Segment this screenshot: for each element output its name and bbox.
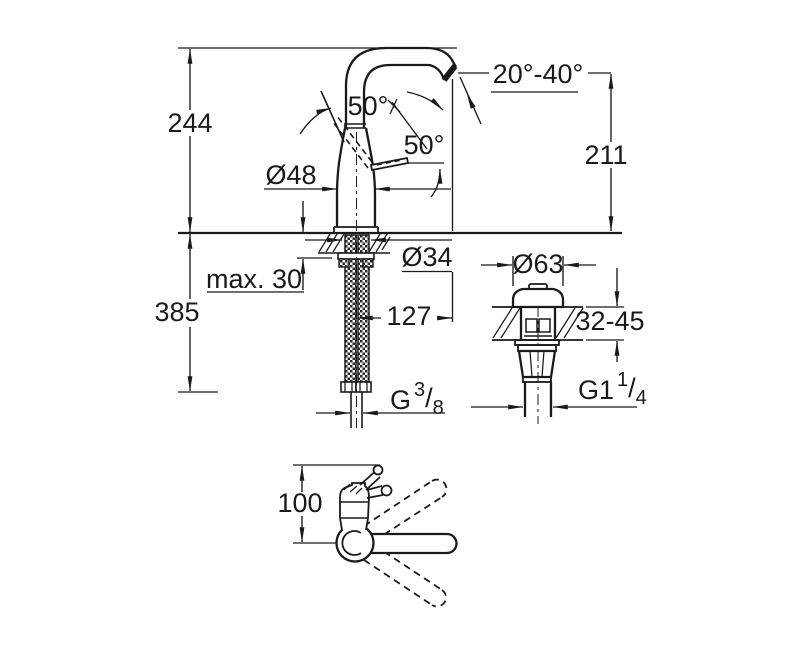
drain-thread-numerator: 1: [617, 369, 628, 391]
dim-deck-range-label: 32-45: [575, 306, 644, 336]
front-dimensions: 244 385 211 20°-40° 50° 50° Ø48: [154, 47, 628, 419]
lever-raised-tip: [372, 464, 384, 476]
dim-max-deck-label: max. 30: [206, 264, 302, 294]
dim-handle-swing-angle-label: 50°: [348, 91, 389, 121]
drain-thread-slash: /: [628, 373, 636, 403]
angle-arc-handle-lift: [430, 168, 443, 198]
dim-total-height-label: 244: [167, 108, 212, 138]
thread-denominator: 8: [433, 397, 444, 419]
dim-spout-reach-label: 127: [386, 301, 431, 331]
top-view: 100: [277, 464, 458, 608]
spout-top-fill: [371, 534, 457, 553]
deck-hatch: [318, 233, 391, 253]
hose-nut-right: [355, 381, 372, 393]
handle-top-view: [339, 464, 393, 531]
angle-arc-handle-swing: [299, 107, 332, 135]
drain-cap: [511, 287, 565, 309]
body-inner-circle: [341, 530, 362, 556]
drain-deck-hatch: [492, 307, 584, 339]
angle-leader-arrow: [467, 94, 476, 109]
thread-numerator: 3: [414, 379, 425, 401]
drain-body: [514, 307, 560, 417]
angle-reference-line: [320, 90, 345, 143]
hose-nut-left: [340, 381, 357, 393]
dim-handle-clearance-label: 100: [277, 488, 322, 518]
spout-outlet-face: [441, 64, 458, 82]
lever-tip: [380, 484, 393, 497]
dim-outlet-angle-label: 20°-40°: [493, 59, 584, 89]
dim-outlet-height-label: 211: [584, 140, 627, 170]
dim-handle-lift-angle-label: 50°: [404, 130, 445, 160]
drain-thread-denominator: 4: [636, 387, 647, 409]
spout-top-view: [371, 532, 458, 555]
handle-angle-leader: [391, 101, 428, 150]
angle-arc-spout: [406, 91, 444, 111]
thread-slash: /: [425, 383, 433, 413]
dim-hole-diameter-label: Ø34: [401, 242, 452, 272]
drain-thread-base: G1: [578, 375, 614, 405]
dim-body-diameter-label: Ø48: [265, 160, 316, 190]
thread-base: G: [390, 385, 411, 415]
dim-drain-cap-diameter-label: Ø63: [512, 249, 563, 279]
dim-below-deck-label: 385: [154, 297, 199, 327]
